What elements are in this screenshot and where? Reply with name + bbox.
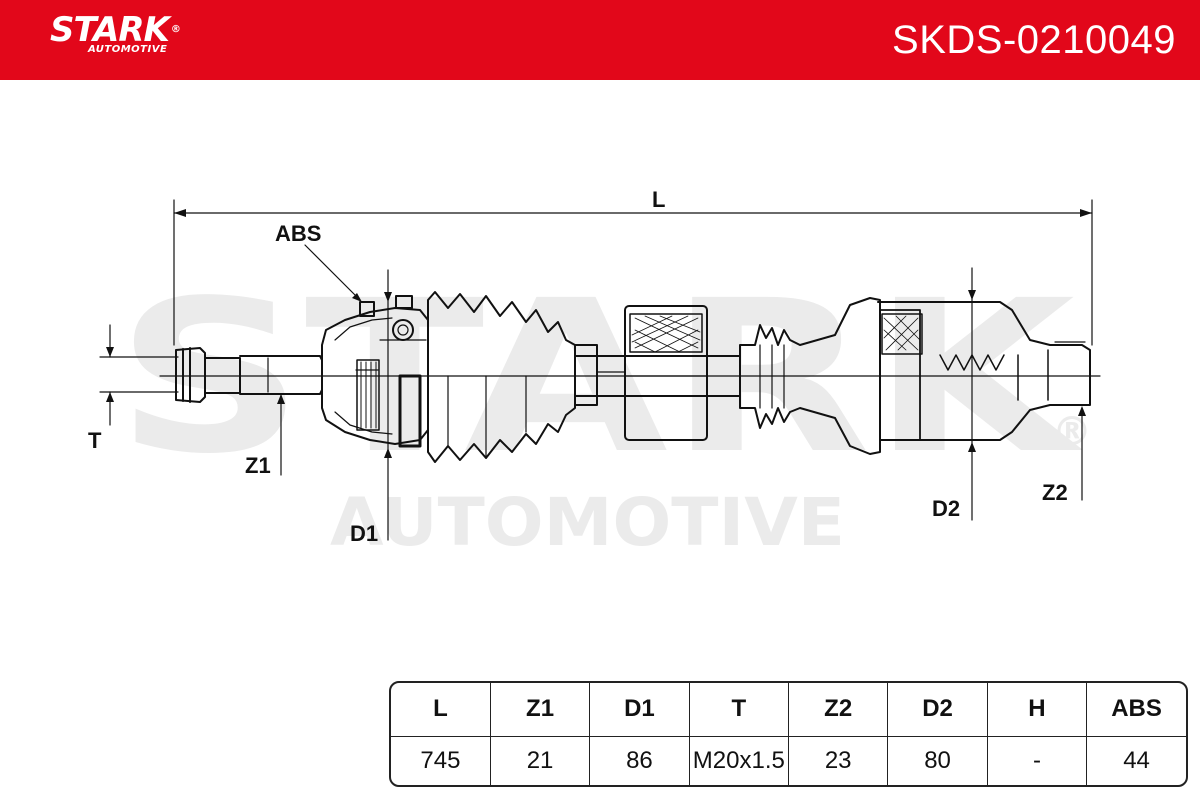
drive-shaft-diagram: STARK AUTOMOTIVE ® [88, 187, 1101, 561]
spec-header-L: L [391, 683, 491, 737]
spec-value-D2: 80 [887, 736, 988, 785]
brand-logo: STARK® AUTOMOTIVE [50, 10, 181, 55]
watermark-registered-mark: ® [1052, 409, 1092, 455]
label-Z1: Z1 [245, 453, 271, 478]
dimension-Z2 [1078, 406, 1086, 501]
dimension-labels: L ABS T Z1 D1 D2 Z2 [88, 187, 1068, 546]
label-D2: D2 [932, 496, 960, 521]
abs-pointer [304, 244, 362, 302]
label-D1: D1 [350, 521, 378, 546]
label-T: T [88, 428, 102, 453]
spec-value-Z2: 23 [788, 736, 889, 785]
brand-name: STARK [50, 10, 170, 50]
dimension-Z1 [277, 394, 285, 476]
part-number: SKDS-0210049 [892, 18, 1176, 62]
spec-header-row: L Z1 D1 T Z2 D2 H ABS [391, 683, 1186, 737]
dimension-D1 [384, 269, 392, 541]
inner-boot [739, 297, 881, 455]
outer-boot [427, 291, 576, 463]
watermark: STARK AUTOMOTIVE ® [115, 255, 1092, 561]
spec-header-T: T [689, 683, 790, 737]
header-bar: STARK® AUTOMOTIVE SKDS-0210049 [0, 0, 1200, 80]
watermark-brand: STARK [115, 255, 1084, 500]
inner-joint-housing [877, 301, 1091, 441]
spec-header-D1: D1 [589, 683, 690, 737]
brand-subtitle: AUTOMOTIVE [88, 44, 168, 55]
watermark-subtitle: AUTOMOTIVE [330, 484, 845, 561]
dimension-D2 [968, 267, 976, 521]
spec-header-ABS: ABS [1086, 683, 1186, 737]
brand-registered-mark: ® [170, 24, 181, 35]
spec-header-D2: D2 [887, 683, 988, 737]
damper-weight [624, 305, 708, 441]
spec-value-D1: 86 [589, 736, 690, 785]
label-ABS: ABS [275, 221, 321, 246]
spec-header-H: H [987, 683, 1088, 737]
spec-value-T: M20x1.5 [689, 736, 790, 785]
spec-value-H: - [987, 736, 1088, 785]
spec-value-ABS: 44 [1123, 746, 1150, 774]
label-Z2: Z2 [1042, 480, 1068, 505]
dimension-L [173, 199, 1093, 346]
dimension-T [99, 324, 179, 426]
spec-value-L: 745 [391, 736, 491, 785]
spec-header-Z1: Z1 [490, 683, 591, 737]
label-L: L [652, 187, 665, 212]
spec-table: L Z1 D1 T Z2 D2 H ABS 745 21 86 M20x1.5 … [389, 681, 1188, 787]
spec-header-Z2: Z2 [788, 683, 889, 737]
spec-value-Z1: 21 [490, 736, 591, 785]
spec-value-row: 745 21 86 M20x1.5 23 80 - 44 [391, 736, 1186, 785]
